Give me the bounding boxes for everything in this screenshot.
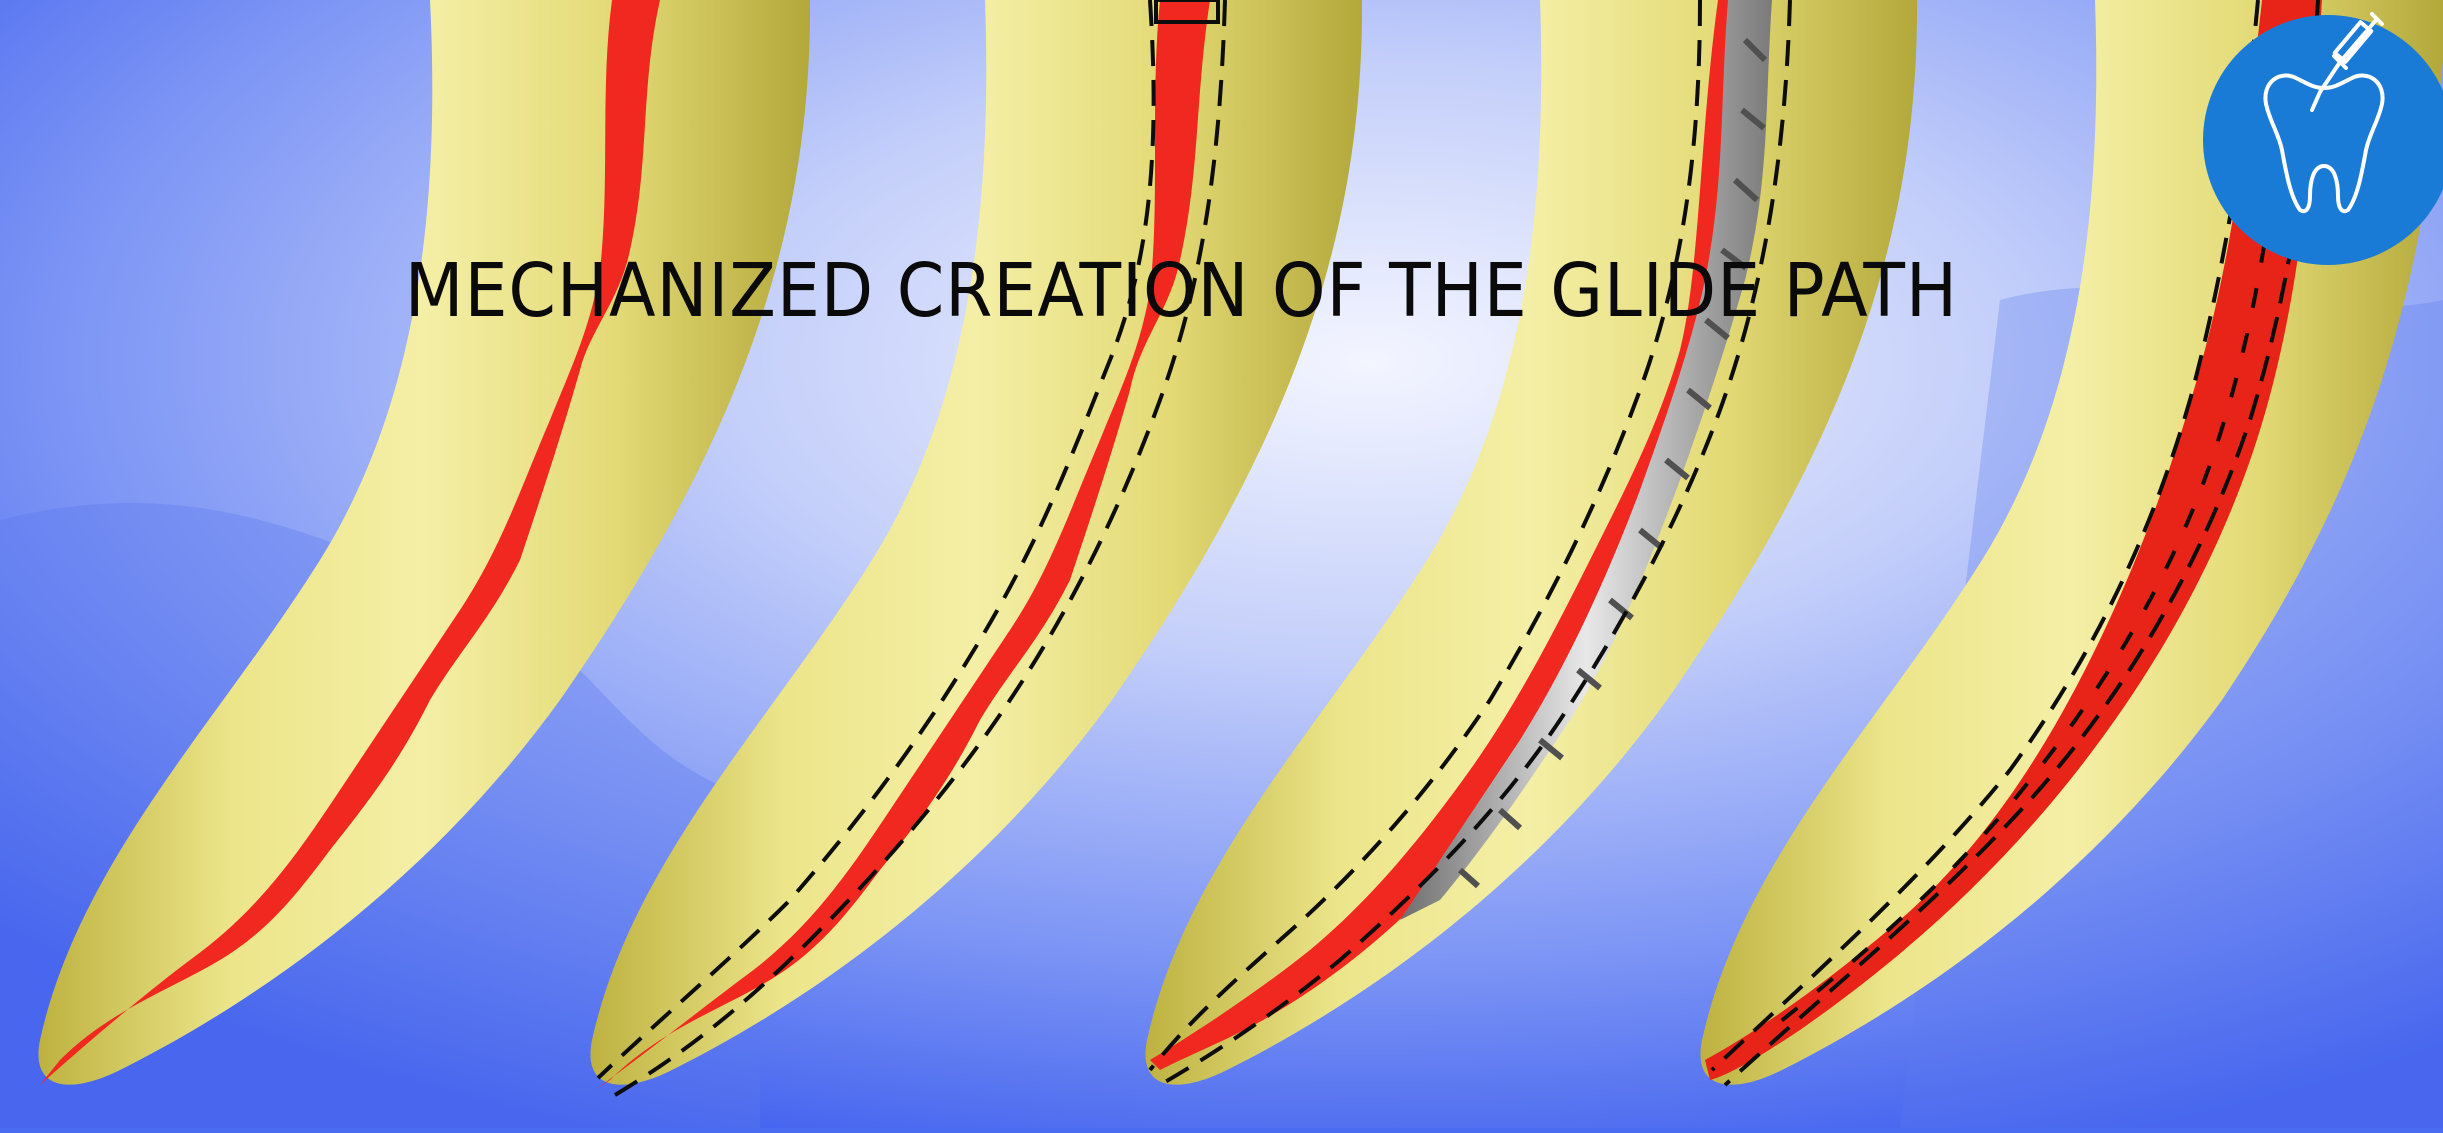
logo-circle: [2203, 15, 2443, 265]
page-title: MECHANIZED CREATION OF THE GLIDE PATH: [0, 248, 2248, 334]
